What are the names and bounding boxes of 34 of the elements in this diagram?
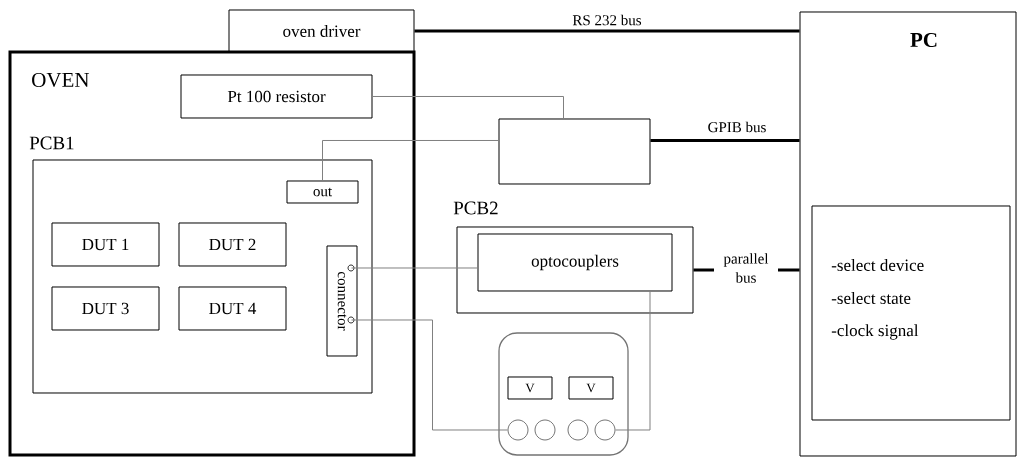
instrument-box (498, 118, 651, 185)
instrument-box (498, 332, 629, 456)
terminal-circle (507, 419, 529, 441)
heading: PCB1 (29, 136, 74, 150)
heading: PC (910, 32, 937, 48)
connector-line (372, 96, 564, 119)
list-item: -select device (831, 259, 924, 271)
label: out (313, 187, 332, 197)
label: Pt 100 resistor (227, 90, 326, 103)
label: V (586, 383, 596, 393)
edge-label: RS 232 bus (571, 13, 643, 27)
label: DUT 4 (209, 302, 257, 315)
label: connector (337, 272, 347, 331)
label: DUT 3 (82, 302, 129, 315)
label: oven driver (283, 25, 361, 37)
heading: OVEN (32, 72, 90, 88)
connector-line (615, 291, 651, 431)
edge-label: parallel bus (714, 252, 778, 284)
terminal-circle (534, 419, 556, 441)
label: DUT 1 (82, 238, 129, 251)
connector-line (351, 319, 508, 431)
label: DUT 2 (209, 238, 256, 251)
label: optocouplers (531, 254, 619, 271)
terminal-circle (567, 419, 589, 441)
connector-line (650, 138, 800, 143)
connector-line (322, 140, 499, 181)
label: V (525, 383, 535, 393)
heading: PCB2 (453, 201, 498, 215)
list-item: -clock signal (831, 324, 919, 340)
list-item: -select state (831, 292, 911, 304)
terminal-circle (594, 419, 616, 441)
connector-line (351, 267, 478, 269)
connector-line (414, 29, 800, 33)
edge-label: GPIB bus (706, 120, 768, 134)
